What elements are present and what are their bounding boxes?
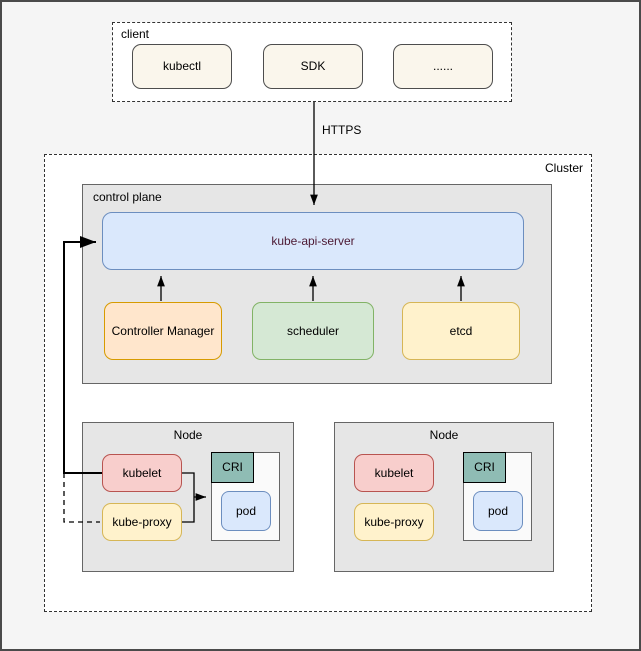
node-1-kubelet-box: kubelet	[102, 454, 182, 492]
node-1-pod-box: pod	[221, 491, 271, 531]
etcd-box: etcd	[402, 302, 520, 360]
node-1-cri-box: CRI	[211, 452, 254, 483]
https-connection-label: HTTPS	[322, 123, 362, 137]
sdk-box: SDK	[263, 44, 363, 89]
kube-api-server-box: kube-api-server	[102, 212, 524, 270]
node-2-label: Node	[429, 428, 459, 442]
other-clients-box: ......	[393, 44, 493, 89]
client-group-label: client	[121, 27, 150, 41]
node-2-kubelet-box: kubelet	[354, 454, 434, 492]
kubectl-box: kubectl	[132, 44, 232, 89]
controller-manager-box: Controller Manager	[104, 302, 222, 360]
control-plane-label: control plane	[93, 190, 162, 204]
node-2-cri-box: CRI	[463, 452, 506, 483]
cluster-group-label: Cluster	[544, 161, 583, 175]
node-1-label: Node	[173, 428, 203, 442]
node-2-kube-proxy-box: kube-proxy	[354, 503, 434, 541]
node-2-pod-box: pod	[473, 491, 523, 531]
node-1-kube-proxy-box: kube-proxy	[102, 503, 182, 541]
scheduler-box: scheduler	[252, 302, 374, 360]
